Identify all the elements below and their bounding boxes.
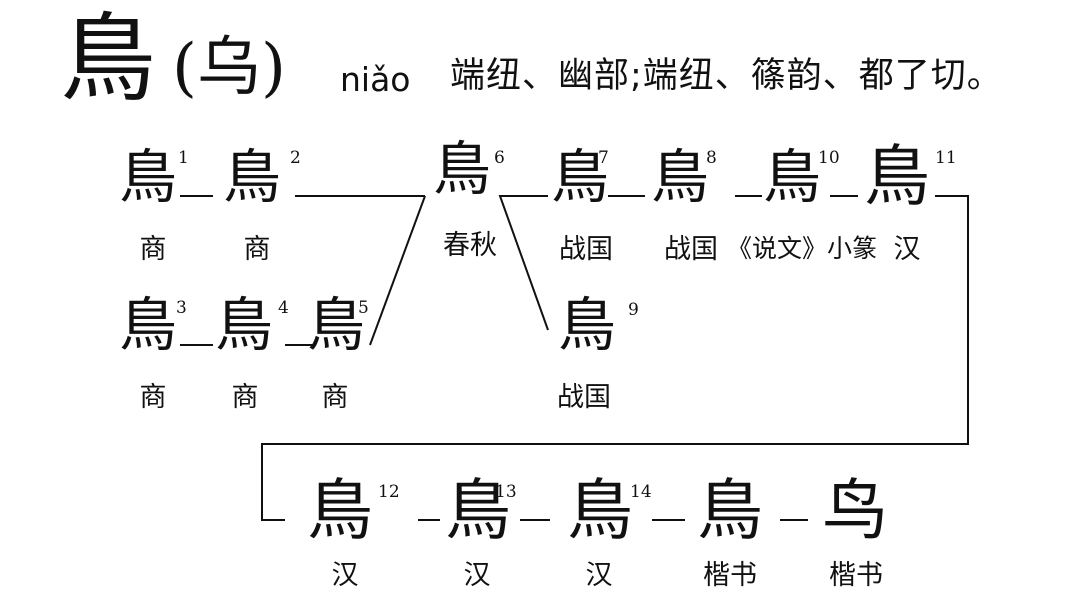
caption-form-12: 汉 xyxy=(331,560,359,591)
header-pinyin: niǎo xyxy=(340,60,411,99)
header-character: 鳥 xyxy=(60,3,156,115)
caption-form-3: 商 xyxy=(139,382,167,413)
glyph-form-5: 鳥 xyxy=(306,291,365,359)
connector-6-7-9 xyxy=(498,195,549,331)
glyph-form-7: 鳥 xyxy=(550,143,609,211)
connector-5-6 xyxy=(369,195,426,346)
glyph-form-4: 鳥 xyxy=(214,291,273,359)
glyph-form-12: 鳥 xyxy=(307,472,373,549)
form-number-9: 9 xyxy=(628,300,639,320)
caption-kaishu-simplified: 楷书 xyxy=(829,560,883,591)
form-number-11: 11 xyxy=(935,148,957,168)
caption-form-9: 战国 xyxy=(557,382,611,413)
caption-form-11: 汉 xyxy=(893,234,921,265)
caption-form-5: 商 xyxy=(321,382,349,413)
header-fanqie: 端纽、幽部;端纽、篠韵、都了切。 xyxy=(450,56,1003,96)
form-number-4: 4 xyxy=(278,298,289,318)
glyph-form-11: 鳥 xyxy=(864,138,930,215)
glyph-form-1: 鳥 xyxy=(118,143,177,211)
glyph-form-14: 鳥 xyxy=(567,472,633,549)
glyph-form-6: 鳥 xyxy=(432,135,491,203)
form-number-1: 1 xyxy=(178,148,189,168)
caption-kaishu-traditional: 楷书 xyxy=(703,560,757,591)
glyph-form-8: 鳥 xyxy=(650,143,709,211)
caption-form-4: 商 xyxy=(231,382,259,413)
caption-form-7: 战国 xyxy=(559,234,613,265)
caption-form-6: 春秋 xyxy=(443,230,497,261)
form-number-5: 5 xyxy=(358,298,369,318)
caption-form-8: 战国 xyxy=(664,234,718,265)
caption-form-13: 汉 xyxy=(463,560,491,591)
header-simplified: (乌) xyxy=(172,31,286,105)
glyph-form-9: 鳥 xyxy=(557,291,616,359)
caption-form-2: 商 xyxy=(243,234,271,265)
form-number-10: 10 xyxy=(818,148,840,168)
form-number-8: 8 xyxy=(706,148,717,168)
caption-form-10: 《说文》小篆 xyxy=(727,234,878,263)
form-number-3: 3 xyxy=(176,298,187,318)
glyph-form-2: 鳥 xyxy=(222,143,281,211)
form-number-7: 7 xyxy=(598,148,609,168)
glyph-kaishu-traditional: 鳥 xyxy=(697,472,763,549)
glyph-form-3: 鳥 xyxy=(118,291,177,359)
form-number-13: 13 xyxy=(495,482,517,502)
glyph-form-10: 鳥 xyxy=(762,143,821,211)
connector-11-12 xyxy=(261,195,969,521)
form-number-6: 6 xyxy=(494,148,505,168)
form-number-12: 12 xyxy=(378,482,400,502)
form-number-14: 14 xyxy=(630,482,652,502)
caption-form-1: 商 xyxy=(139,234,167,265)
glyph-kaishu-simplified: 鸟 xyxy=(822,472,888,549)
caption-form-14: 汉 xyxy=(585,560,613,591)
glyph-form-13: 鳥 xyxy=(445,472,511,549)
form-number-2: 2 xyxy=(290,148,301,168)
